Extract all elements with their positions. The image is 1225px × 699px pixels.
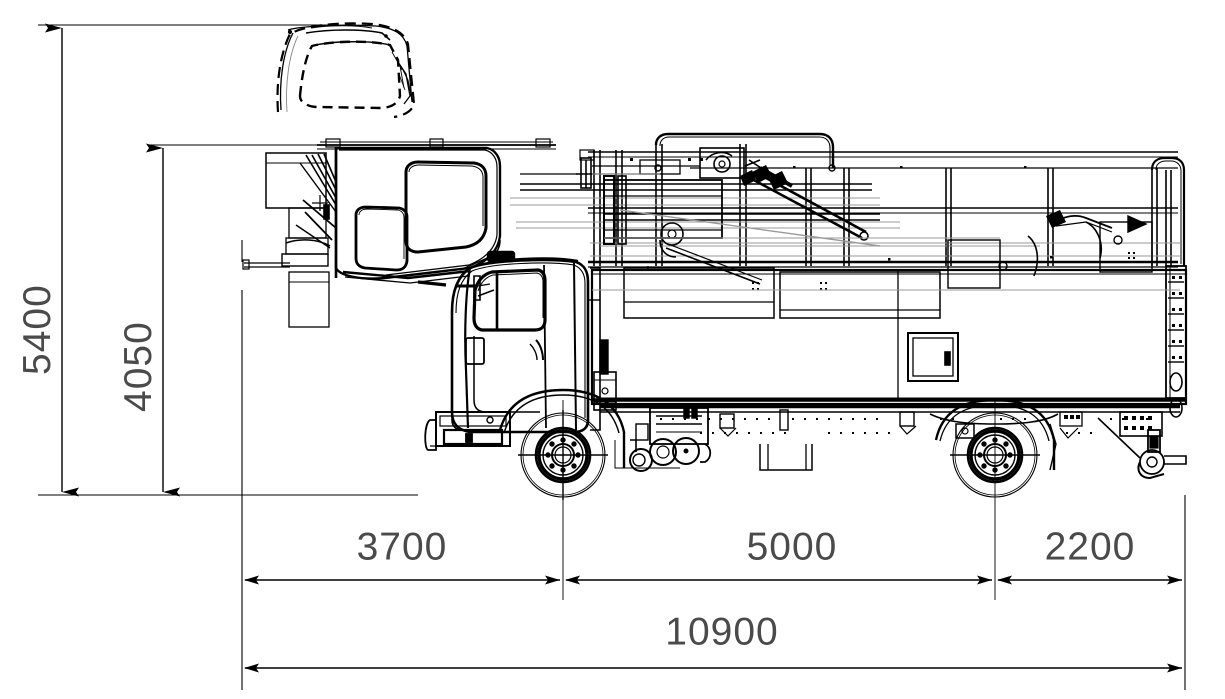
dimension-label-3700: 3700	[357, 525, 448, 568]
thin-detail-lines	[592, 173, 1180, 291]
dimension-label-5400: 5400	[16, 284, 59, 375]
rear-structure	[1097, 265, 1187, 480]
boom-machinery-assembly	[510, 147, 1153, 319]
dimension-label-10900: 10900	[665, 610, 778, 653]
elevated-operator-cab	[242, 138, 556, 328]
dimension-label-2200: 2200	[1045, 525, 1136, 568]
chassis-frame	[600, 399, 1180, 472]
cargo-body-box	[590, 252, 1188, 406]
phantom-raised-cab	[276, 22, 416, 119]
reference-lines	[38, 24, 1186, 690]
dimension-label-5000: 5000	[747, 525, 838, 568]
front-wheel	[518, 410, 608, 500]
dimension-label-4050: 4050	[117, 321, 160, 412]
truck-driver-cab	[424, 250, 626, 468]
